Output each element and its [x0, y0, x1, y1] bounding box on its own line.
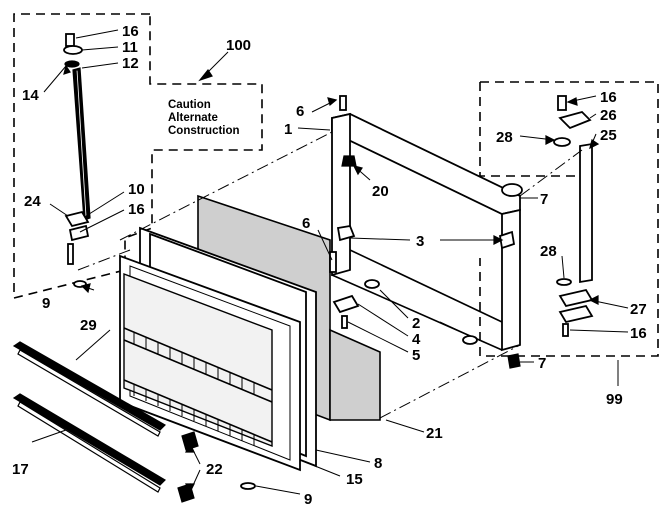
callout-24: 24	[24, 193, 41, 210]
callout-21: 21	[426, 425, 443, 442]
callout-25: 25	[600, 127, 617, 144]
callout-100: 100	[226, 37, 251, 54]
callout-6-top: 6	[296, 103, 304, 120]
callout-26: 26	[600, 107, 617, 124]
callout-29: 29	[80, 317, 97, 334]
callout-16-left-lower: 16	[128, 201, 145, 218]
callout-15: 15	[346, 471, 363, 488]
frame-hardware	[240, 95, 523, 490]
callout-4: 4	[412, 331, 421, 348]
callout-11: 11	[122, 39, 138, 56]
callout-17: 17	[12, 461, 29, 478]
callout-10: 10	[128, 181, 145, 198]
note-alternate: Alternate	[168, 112, 218, 124]
callout-16-right-bottom: 16	[630, 325, 647, 342]
callout-8: 8	[374, 455, 382, 472]
callout-20: 20	[372, 183, 389, 200]
callout-12: 12	[122, 55, 139, 72]
callout-6-mid: 6	[302, 215, 310, 232]
callout-16-right-top: 16	[600, 89, 617, 106]
callout-7-bottom: 7	[538, 355, 546, 372]
callout-27: 27	[630, 301, 647, 318]
door-frame	[331, 112, 521, 352]
door-liner	[119, 254, 301, 472]
callout-9-bottom: 9	[304, 491, 312, 508]
note-construction: Construction	[168, 125, 240, 137]
callout-9-left: 9	[42, 295, 50, 312]
callout-99: 99	[606, 391, 623, 408]
end-cap-upper	[181, 431, 199, 451]
callout-16: 16	[122, 23, 139, 40]
callout-7-top: 7	[540, 191, 548, 208]
alignment-lines	[77, 131, 583, 419]
callout-1: 1	[284, 121, 292, 138]
callout-14: 14	[22, 87, 39, 104]
callout-3: 3	[416, 233, 424, 250]
shelf-retainer-lower	[12, 393, 166, 493]
liner-shelf-ribs	[123, 327, 273, 446]
alternate-construction-boundary	[13, 13, 263, 300]
left-hinge-assembly	[63, 33, 91, 288]
callout-28-bottom: 28	[540, 243, 557, 260]
callout-5: 5	[412, 347, 420, 364]
callout-22: 22	[206, 461, 223, 478]
shelf-retainer-upper	[12, 341, 166, 437]
hinge-kit-boundary-right	[479, 81, 659, 357]
callout-28-top: 28	[496, 129, 513, 146]
note-caution: Caution	[168, 99, 211, 111]
leader-arrowheads	[63, 64, 600, 494]
right-hinge-assembly	[553, 95, 594, 337]
callout-2: 2	[412, 315, 420, 332]
